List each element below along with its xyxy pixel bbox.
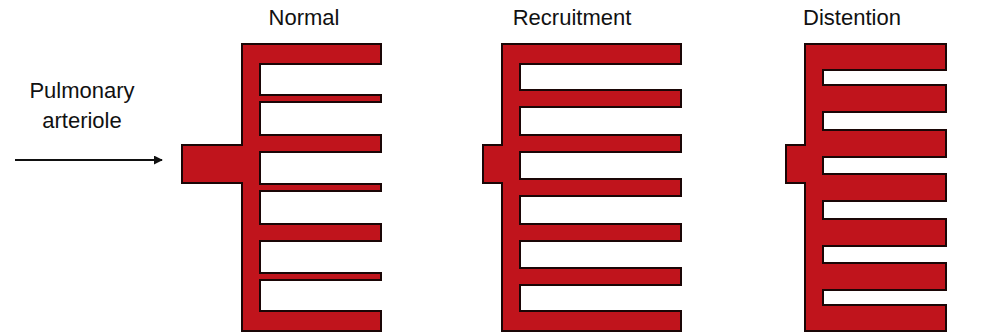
structure-label: Pulmonary arteriole [12, 76, 152, 136]
capillary-bed-recruitment [484, 45, 680, 330]
capillary-outline [183, 45, 380, 330]
panel-title: Normal [269, 4, 340, 32]
capillary-bed-normal [183, 45, 380, 330]
capillary-outline [787, 45, 945, 330]
panel-title: Recruitment [513, 4, 632, 32]
capillary-bed-distention [787, 45, 945, 330]
panel-title: Distention [803, 4, 901, 32]
flow-arrow [15, 159, 162, 161]
capillary-outline [484, 45, 680, 330]
